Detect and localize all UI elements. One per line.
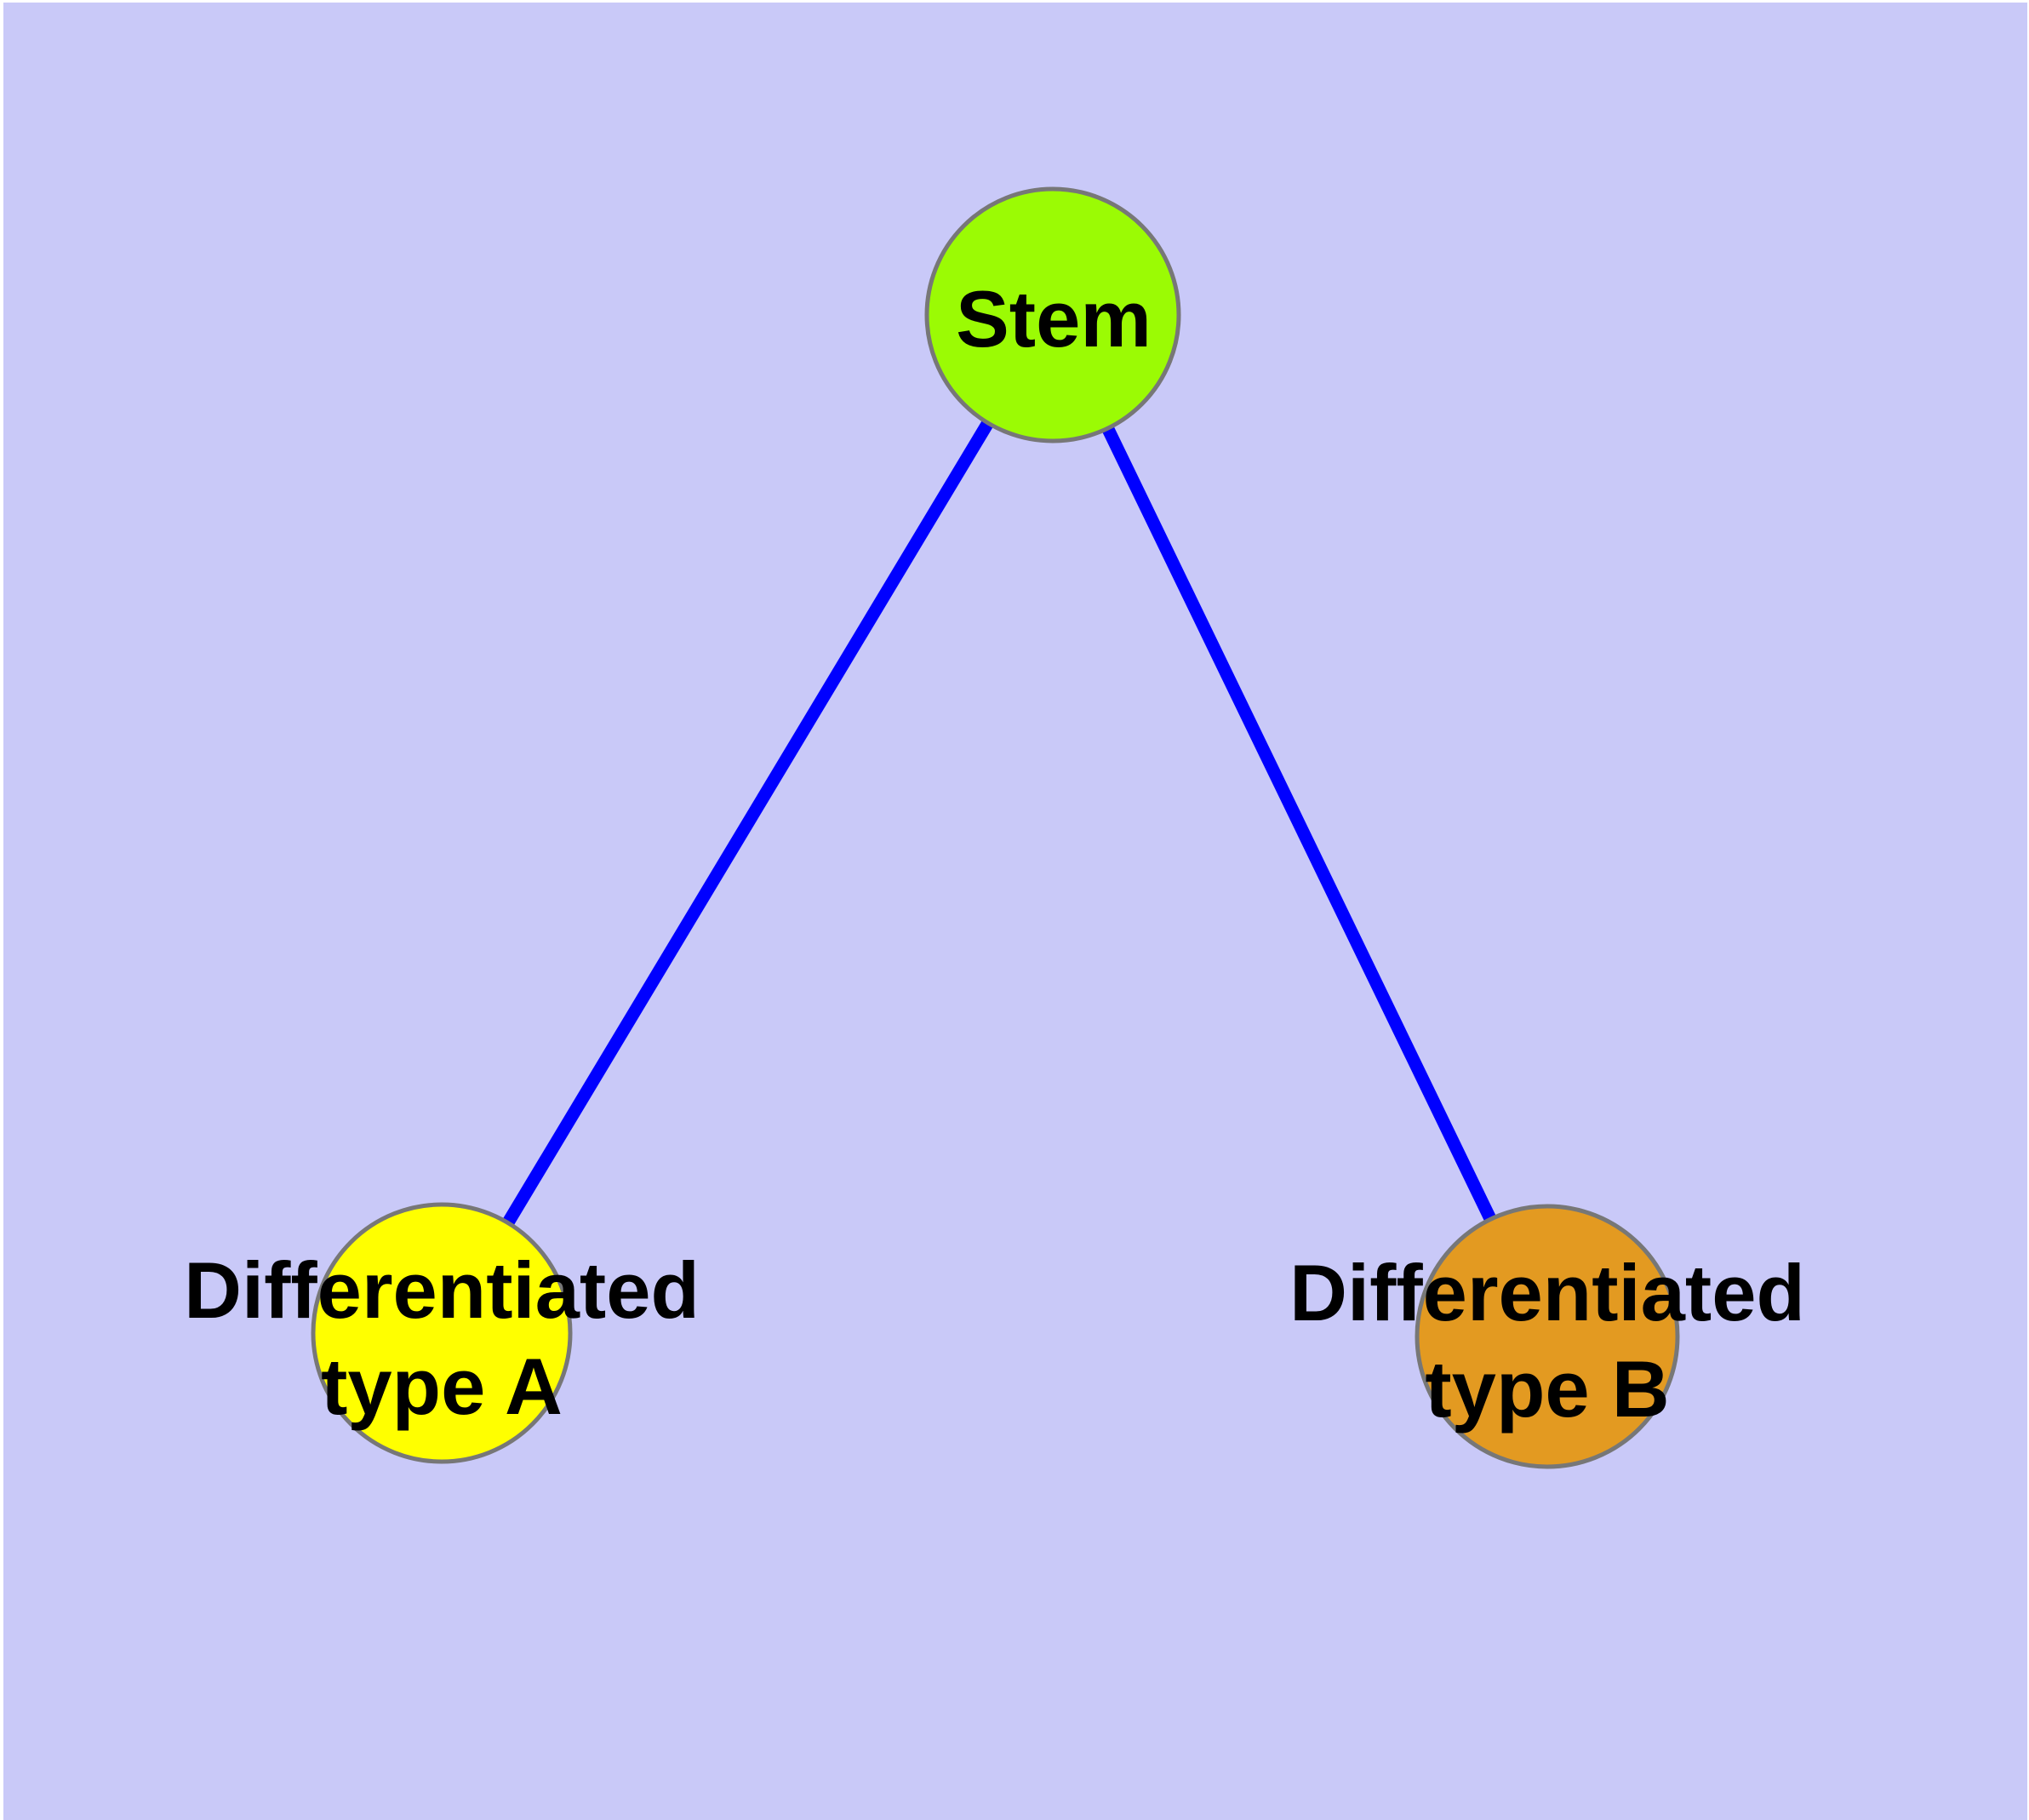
edge-stem-to-type-a bbox=[436, 312, 1059, 1336]
node-type-b-label-line1: Differentiated bbox=[1289, 1248, 1805, 1337]
node-differentiated-type-b bbox=[1415, 1204, 1680, 1469]
node-type-a-label-line2: type A bbox=[321, 1342, 563, 1431]
node-stem-label: Stem bbox=[956, 274, 1152, 363]
edge-stem-to-type-b bbox=[1047, 312, 1553, 1340]
node-differentiated-type-a bbox=[311, 1202, 573, 1464]
node-type-b-label-line2: type B bbox=[1425, 1344, 1669, 1434]
node-stem bbox=[924, 186, 1181, 444]
node-type-a-label-line1: Differentiated bbox=[184, 1245, 700, 1335]
